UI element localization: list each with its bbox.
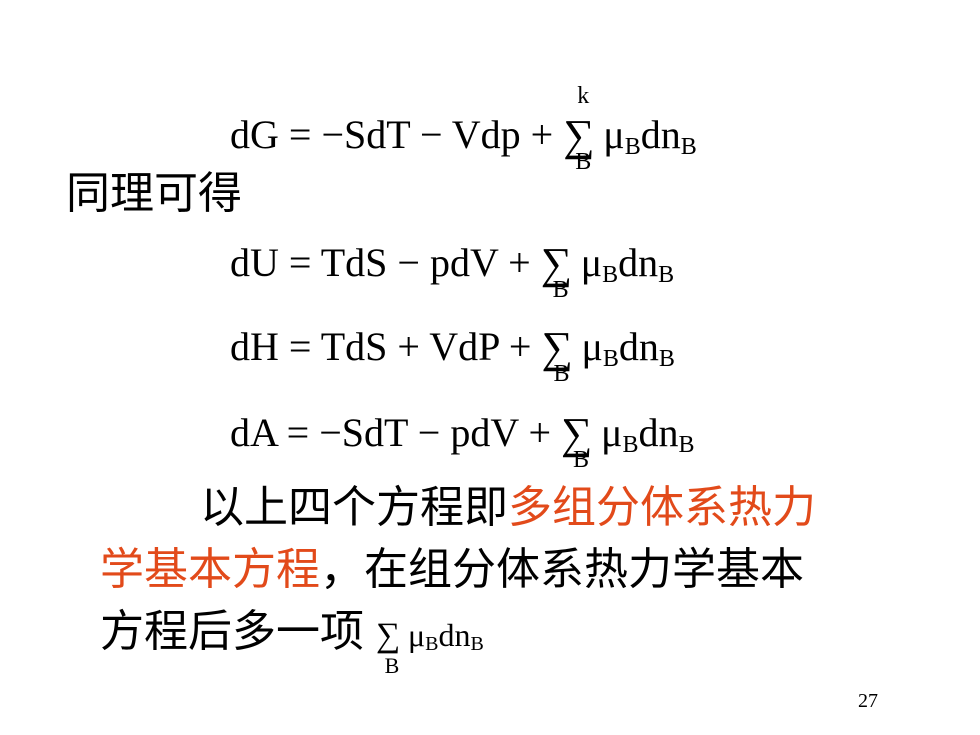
sum-upper-limit: k xyxy=(577,83,590,109)
similarly-label: 同理可得 xyxy=(66,168,242,219)
equation-lhs: dG = −SdT − Vdp + xyxy=(230,112,564,157)
summation: ∑B xyxy=(541,240,581,303)
mu-subscript: B xyxy=(602,346,619,372)
dn-term: dn xyxy=(640,112,681,157)
sigma-symbol: ∑ xyxy=(563,111,595,160)
sum-lower-limit: B xyxy=(553,361,570,387)
sigma-symbol: ∑ xyxy=(376,617,401,654)
conclusion-text: 以上四个方程即 xyxy=(200,482,508,533)
summation: k∑B xyxy=(563,84,603,174)
sum-lower-limit: B xyxy=(573,447,590,473)
mu-subscript: B xyxy=(624,134,641,160)
highlight-text: 学基本方程 xyxy=(100,544,320,595)
dn-term: dn xyxy=(638,410,679,455)
highlight-text: 多组分体系热力 xyxy=(508,482,816,533)
mu-subscript: B xyxy=(602,262,619,288)
dn-term: dn xyxy=(438,617,471,653)
page-number: 27 xyxy=(858,690,878,712)
sum-lower-limit: B xyxy=(384,653,400,678)
equation-lhs: dU = TdS − pdV + xyxy=(230,240,541,285)
sigma-symbol: ∑ xyxy=(540,239,573,288)
dn-subscript: B xyxy=(680,134,697,160)
dn-subscript: B xyxy=(678,432,695,458)
summation: ∑B xyxy=(376,617,408,677)
conclusion-text: 方程后多一项 xyxy=(100,606,364,657)
dn-term: dn xyxy=(618,324,659,369)
dn-subscript: B xyxy=(470,633,484,655)
sum-lower-limit: B xyxy=(575,149,592,175)
mu-symbol: μ xyxy=(603,112,625,157)
equation-lhs: dH = TdS + VdP + xyxy=(230,324,542,369)
mu-symbol: μ xyxy=(601,410,623,455)
dn-subscript: B xyxy=(658,346,675,372)
equation-lhs: dA = −SdT − pdV + xyxy=(230,410,562,455)
summation: ∑B xyxy=(561,410,601,473)
conclusion-line-1: 以上四个方程即多组分体系热力 xyxy=(200,486,816,530)
sigma-symbol: ∑ xyxy=(541,323,573,372)
mu-symbol: μ xyxy=(408,617,426,653)
sigma-symbol: ∑ xyxy=(561,409,593,458)
mu-subscript: B xyxy=(425,633,439,655)
mu-subscript: B xyxy=(622,432,639,458)
mu-symbol: μ xyxy=(580,240,603,285)
conclusion-text: ，在组分体系热力学基本 xyxy=(320,544,804,595)
dn-term: dn xyxy=(618,240,659,285)
mu-symbol: μ xyxy=(581,324,603,369)
conclusion-line-2: 学基本方程，在组分体系热力学基本 xyxy=(100,548,804,592)
sum-lower-limit: B xyxy=(552,277,569,303)
summation: ∑B xyxy=(541,324,581,387)
dn-subscript: B xyxy=(658,262,675,288)
